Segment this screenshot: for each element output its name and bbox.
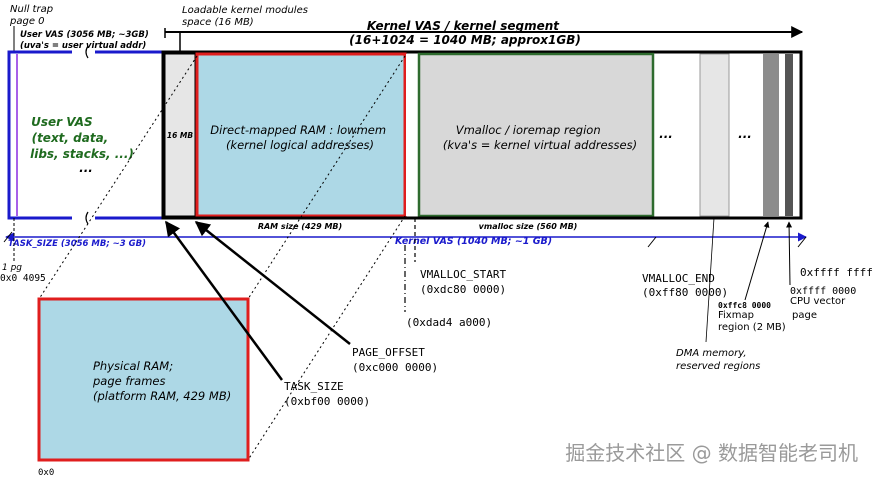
cpu-vector-note-line1: CPU vector xyxy=(790,296,846,307)
task-size-pointer xyxy=(164,220,284,381)
pg-address: 0x0 4095 xyxy=(0,273,46,284)
lkm-region xyxy=(164,53,196,217)
pg-label: 1 pg xyxy=(2,263,22,273)
ellipsis-2: ... xyxy=(738,127,752,141)
tick-top xyxy=(797,236,807,248)
dma-note-line1: DMA memory, xyxy=(676,348,747,359)
cpu-vector-note: CPU vector page xyxy=(790,296,848,321)
task-size-addr: (0xbf00 0000) xyxy=(284,395,370,408)
vmalloc-label-line1: Vmalloc / ioremap region xyxy=(456,123,601,137)
vmalloc-size-label: vmalloc size (560 MB) xyxy=(479,222,578,231)
dma-pointer xyxy=(705,217,715,343)
lowmem-vmalloc-gap xyxy=(406,54,418,216)
page-offset-pointer xyxy=(194,221,351,345)
fixmap-note: Fixmap region (2 MB) xyxy=(718,310,786,333)
dma-reserved-region xyxy=(699,53,730,217)
vmalloc-mid-addr: (0xdad4 a000) xyxy=(406,316,492,329)
user-vas-break-bottom xyxy=(85,211,89,225)
user-vas-label-line1: User VAS xyxy=(31,115,93,129)
lowmem-region xyxy=(195,52,407,218)
vmalloc-end-label: VMALLOC_END (0xff80 0000) xyxy=(642,272,728,299)
physical-zero-address: 0x0 xyxy=(38,468,54,478)
task-size-name: TASK_SIZE xyxy=(284,380,344,393)
fixmap-address: 0xffc8 0000 xyxy=(718,301,771,310)
null-trap-label: Null trap page 0 xyxy=(9,4,56,27)
task-size-label: TASK_SIZE (0xbf00 0000) xyxy=(284,380,370,408)
user-vas-label-line3: libs, stacks, ...) xyxy=(30,147,134,161)
dma-note-line2: reserved regions xyxy=(676,361,760,372)
lowmem-label-line1: Direct-mapped RAM : lowmem xyxy=(210,123,386,137)
page-offset-addr: (0xc000 0000) xyxy=(352,361,438,374)
lkm-note-line2: space (16 MB) xyxy=(182,17,254,28)
user-vas-label: User VAS (text, data, libs, stacks, ...) xyxy=(30,115,134,161)
fixmap-region xyxy=(763,54,779,216)
page-offset-label: PAGE_OFFSET (0xc000 0000) xyxy=(352,346,438,374)
cpu-vector-pointer xyxy=(786,221,793,286)
vmalloc-label-line2: (kva's = kernel virtual addresses) xyxy=(443,138,637,152)
vmalloc-start-name: VMALLOC_START xyxy=(420,268,506,281)
cpu-vector-address: 0xffff 0000 xyxy=(790,286,856,297)
vmalloc-start-addr: (0xdc80 0000) xyxy=(420,283,506,296)
lkm-note-line1: Loadable kernel modules xyxy=(182,5,308,16)
kernel-vas-span-label: Kernel VAS (1040 MB; ~1 GB) xyxy=(395,236,552,247)
dma-note: DMA memory, reserved regions xyxy=(676,348,760,372)
task-size-span-label: TASK_SIZE (3056 MB; ~3 GB) xyxy=(8,239,146,249)
physical-ram-line3: (platform RAM, 429 MB) xyxy=(93,389,231,403)
lowmem-label-line2: (kernel logical addresses) xyxy=(226,138,374,152)
vmalloc-region xyxy=(417,52,655,218)
fixmap-note-line2: region (2 MB) xyxy=(718,322,786,333)
user-vas-label-line2: (text, data, xyxy=(32,131,109,145)
vmalloc-end-name: VMALLOC_END xyxy=(642,272,715,285)
user-vas-note: User VAS (3056 MB; ~3GB) (uva's = user v… xyxy=(20,30,152,51)
user-vas-ellipsis: ... xyxy=(79,161,93,175)
lowmem-label: Direct-mapped RAM : lowmem (kernel logic… xyxy=(210,123,389,152)
vmalloc-end-addr: (0xff80 0000) xyxy=(642,286,728,299)
cpu-vector-note-line2: page xyxy=(792,310,817,321)
physical-ram-label: Physical RAM; page frames (platform RAM,… xyxy=(92,359,231,403)
kernel-vas-title-line1: Kernel VAS / kernel segment xyxy=(367,19,560,33)
fixmap-pointer xyxy=(744,221,770,301)
mapping-line-top-right xyxy=(247,55,406,300)
user-vas-note-line1: User VAS (3056 MB; ~3GB) xyxy=(20,30,149,40)
user-vas-break-top xyxy=(85,45,89,59)
mapping-line-top xyxy=(38,55,198,300)
null-trap-line2: page 0 xyxy=(9,16,45,27)
physical-ram-line1: Physical RAM; xyxy=(93,359,173,373)
vmalloc-label: Vmalloc / ioremap region (kva's = kernel… xyxy=(443,123,637,152)
kernel-vas-title: Kernel VAS / kernel segment (16+1024 = 1… xyxy=(349,19,581,47)
vmalloc-start-label: VMALLOC_START (0xdc80 0000) xyxy=(420,268,513,296)
ram-size-label: RAM size (429 MB) xyxy=(258,222,342,231)
mapping-line-bottom xyxy=(247,215,406,461)
page-offset-name: PAGE_OFFSET xyxy=(352,346,425,359)
lkm-note: Loadable kernel modules space (16 MB) xyxy=(182,5,311,28)
user-vas-note-line2: (uva's = user virtual addr) xyxy=(20,41,146,51)
watermark: 掘金技术社区 @ 数据智能老司机 xyxy=(565,441,858,465)
fixmap-note-line1: Fixmap xyxy=(718,310,754,321)
lkm-size-label: 16 MB xyxy=(167,131,194,140)
physical-ram-line2: page frames xyxy=(92,374,165,388)
cpu-vector-region xyxy=(785,54,793,216)
tick-0 xyxy=(3,231,13,243)
kernel-vas-title-line2: (16+1024 = 1040 MB; approx1GB) xyxy=(349,33,581,47)
physical-ram-box xyxy=(37,297,250,462)
ellipsis-1: ... xyxy=(659,127,673,141)
top-address: 0xffff ffff xyxy=(800,266,873,279)
null-trap-line1: Null trap xyxy=(10,4,53,15)
tick-vmalloc-end xyxy=(647,236,657,248)
